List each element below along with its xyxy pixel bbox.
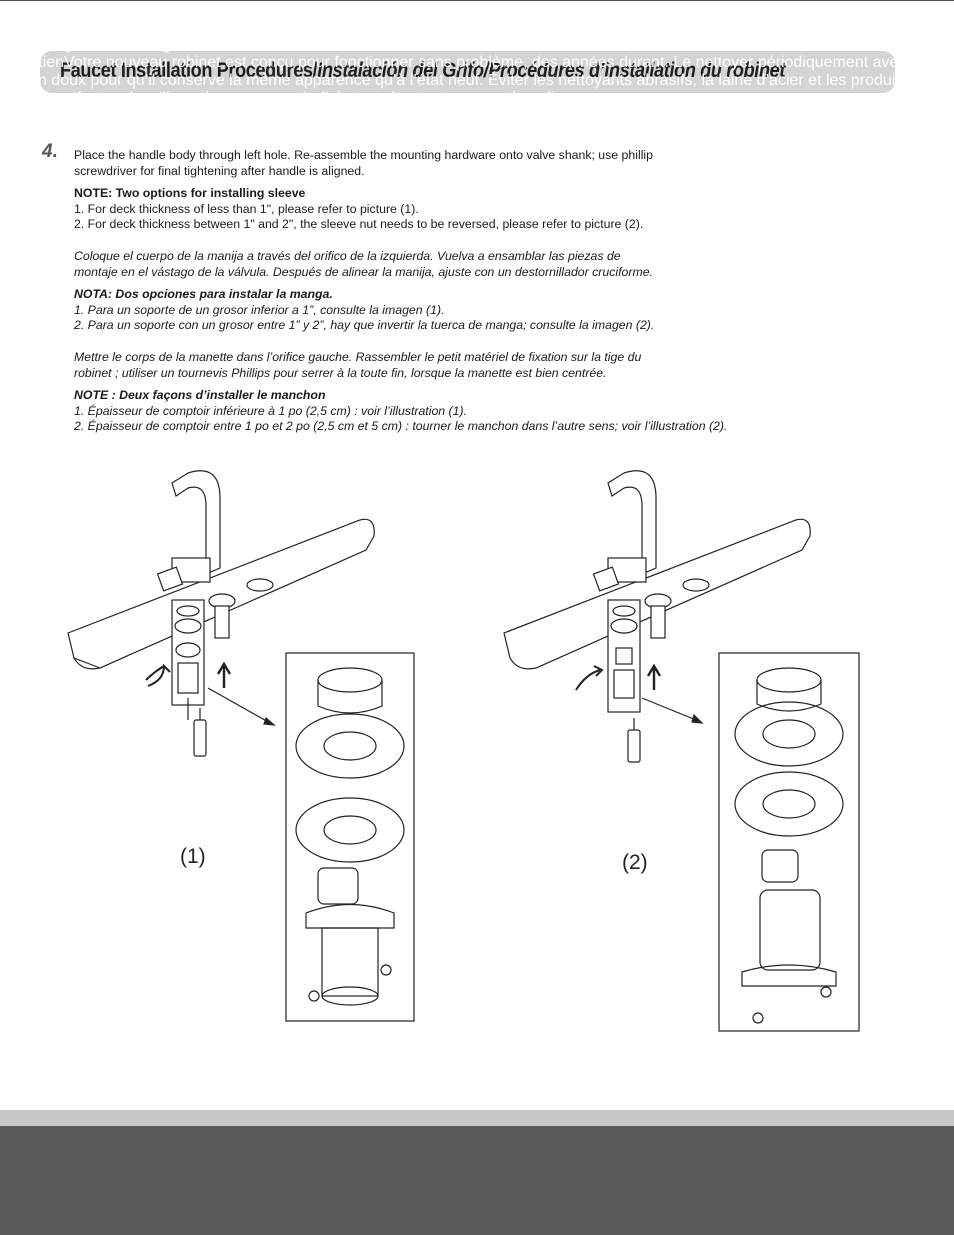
leader-line <box>641 697 697 721</box>
text-line: Coloque el cuerpo de la manija a través … <box>74 248 621 263</box>
option-line: 2. For deck thickness between 1" and 2",… <box>74 217 644 232</box>
detail-parts <box>734 667 844 1024</box>
instructions-es: Coloque el cuerpo de la manija a través … <box>74 249 794 334</box>
detail-frame <box>718 652 860 1032</box>
up-arrow-icon <box>216 661 232 688</box>
note-heading: NOTE: Two options for installing sleeve <box>74 186 306 201</box>
rotate-arrow-icon <box>145 663 171 687</box>
option-line: 1. Épaisseur de comptoir inférieure à 1 … <box>74 403 467 418</box>
screwdriver-icon <box>193 708 207 757</box>
entretien-text: Votre nouveau robinet est conçu pour fon… <box>0 54 929 107</box>
text-line: robinet ; utiliser un tournevis Phillips… <box>74 365 607 380</box>
valve-shank <box>644 593 672 639</box>
rotate-arrow-icon <box>575 665 604 691</box>
maintenance-footer <box>0 1110 954 1235</box>
valve-shank <box>208 593 236 639</box>
handle <box>156 566 184 592</box>
mantenimiento-heading: Mantenimiento <box>0 0 105 17</box>
detail-parts <box>295 667 405 1006</box>
title-bar: Faucet Installation Procedures/Instalaci… <box>40 51 895 93</box>
leader-line <box>207 687 271 724</box>
mounting-parts-stack <box>607 599 641 713</box>
installation-diagram-1 <box>67 470 415 1022</box>
option-line: 2. Épaisseur de comptoir entre 1 po et 2… <box>74 419 728 434</box>
leader-arrowhead <box>691 713 704 724</box>
figure-label-2: (2) <box>622 851 648 874</box>
note-heading: NOTA: Dos opciones para instalar la mang… <box>74 287 333 302</box>
entretien-paragraph: EntretienVotre nouveau robinet est conçu… <box>0 54 954 108</box>
text-line: montaje en el vástago de la válvula. Des… <box>74 264 653 279</box>
top-rule <box>0 0 954 1</box>
text-line: Mettre le corps de la manette dans l’ori… <box>74 349 642 364</box>
instructions: Place the handle body through left hole.… <box>74 148 794 451</box>
handle <box>592 566 620 592</box>
entretien-heading: Entretien <box>0 54 65 71</box>
mounting-parts-stack <box>171 599 205 720</box>
screwdriver-icon <box>627 718 641 763</box>
title-es-fr: Instalación del Grifo/Procédures d’insta… <box>317 59 786 82</box>
title-en: Faucet Installation Procedures/ <box>60 59 318 82</box>
installation-diagram-2 <box>503 470 860 1032</box>
figure-label-1: (1) <box>180 845 206 868</box>
up-arrow-icon <box>646 663 662 690</box>
faucet-spout <box>171 470 221 583</box>
mantenimiento-text: Su grifo nuevo está diseñado para brinda… <box>0 0 941 53</box>
instructions-fr: Mettre le corps de la manette dans l’ori… <box>74 350 794 435</box>
instructions-en: Place the handle body through left hole.… <box>74 148 794 233</box>
text-line: screwdriver for final tightening after h… <box>74 163 365 178</box>
detail-frame <box>285 652 415 1022</box>
option-line: 1. Para un soporte de un grosor inferior… <box>74 302 445 317</box>
faucet-spout <box>607 470 657 583</box>
mantenimiento-paragraph: MantenimientoSu grifo nuevo está diseñad… <box>0 0 954 54</box>
note-heading: NOTE : Deux façons d’installer le mancho… <box>74 388 326 403</box>
option-line: 2. Para un soporte con un grosor entre 1… <box>74 318 655 333</box>
footer-top-band <box>0 1110 954 1126</box>
page-title: Faucet Installation Procedures/Instalaci… <box>60 59 785 83</box>
text-line: Place the handle body through left hole.… <box>74 148 653 162</box>
leader-arrowhead <box>263 716 276 726</box>
option-line: 1. For deck thickness of less than 1", p… <box>74 201 419 216</box>
step-number: 4. <box>42 141 58 162</box>
footer-text: MantenimientoSu grifo nuevo está diseñad… <box>0 0 954 108</box>
